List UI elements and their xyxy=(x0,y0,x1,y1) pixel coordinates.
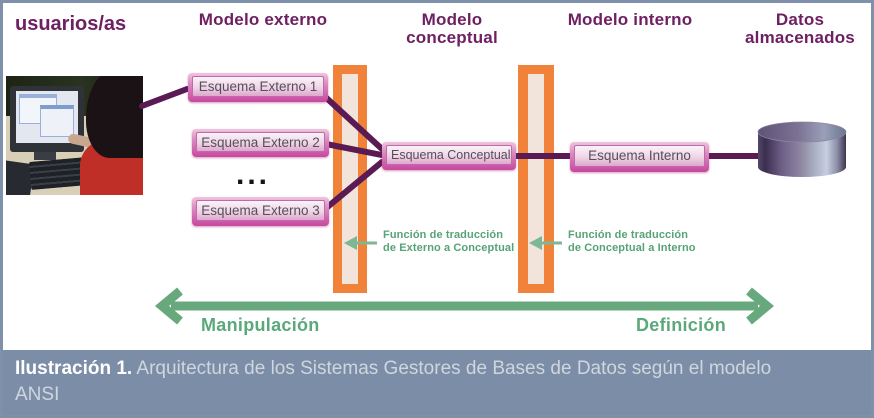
monitor-stand xyxy=(34,152,56,160)
connector-lines xyxy=(139,86,775,325)
caption-number: Ilustración 1. xyxy=(15,358,133,379)
function-line-2: de Externo a Conceptual xyxy=(383,242,515,254)
column-header-conceptual-model: Modelo conceptual xyxy=(406,10,498,47)
external-schema-3-label: Esquema Externo 3 xyxy=(196,200,325,221)
definition-label: Definición xyxy=(636,315,727,335)
function-line-2: de Conceptual a Interno xyxy=(568,242,696,254)
purple-connector-lines xyxy=(139,86,766,212)
figure-caption: Ilustración 1. Arquitectura de los Siste… xyxy=(3,350,871,415)
monitor-screen xyxy=(16,91,78,143)
monitor-icon xyxy=(10,86,84,152)
internal-schema-box: Esquema Interno xyxy=(570,142,709,172)
person-hair xyxy=(86,76,143,158)
translation-arrow-right xyxy=(529,236,562,250)
caption-text: Arquitectura de los Sistemas Gestores de… xyxy=(15,358,772,405)
conceptual-schema-label: Esquema Conceptual xyxy=(386,145,512,165)
caption-text-wrap: Ilustración 1. Arquitectura de los Siste… xyxy=(15,356,805,408)
external-schema-3-box: Esquema Externo 3 xyxy=(192,197,329,226)
screen-window xyxy=(40,105,74,137)
database-cylinder-icon xyxy=(757,121,847,177)
conceptual-schema-box: Esquema Conceptual xyxy=(382,142,516,170)
translation-bar-conceptual-internal xyxy=(518,65,554,293)
external-schema-1-label: Esquema Externo 1 xyxy=(192,76,324,97)
function-line-1: Función de traducción xyxy=(383,229,504,241)
column-header-external-model: Modelo externo xyxy=(198,10,328,29)
internal-schema-label: Esquema Interno xyxy=(574,145,705,167)
translation-function-conceptual-internal: Función de traducción de Conceptual a In… xyxy=(568,229,696,255)
translation-function-external-conceptual: Función de traducción de Externo a Conce… xyxy=(383,229,514,255)
manipulation-definition-double-arrow xyxy=(154,287,775,325)
function-line-1: Función de traducción xyxy=(568,229,689,241)
external-schema-1-box: Esquema Externo 1 xyxy=(188,73,328,102)
ansi-architecture-diagram: usuarios/as Modelo externo Modelo concep… xyxy=(3,3,871,350)
external-schema-2-box: Esquema Externo 2 xyxy=(192,129,329,157)
translation-bar-inner xyxy=(528,74,544,284)
more-schemas-ellipsis: ... xyxy=(236,158,271,191)
external-schema-2-label: Esquema Externo 2 xyxy=(196,132,325,152)
column-header-users: usuarios/as xyxy=(15,13,127,35)
column-header-internal-model: Modelo interno xyxy=(567,10,693,29)
column-header-stored-data: Datos almacenados xyxy=(745,10,855,47)
translation-arrow-left xyxy=(344,236,377,250)
manipulation-label: Manipulación xyxy=(201,315,320,335)
user-photo xyxy=(6,76,143,195)
